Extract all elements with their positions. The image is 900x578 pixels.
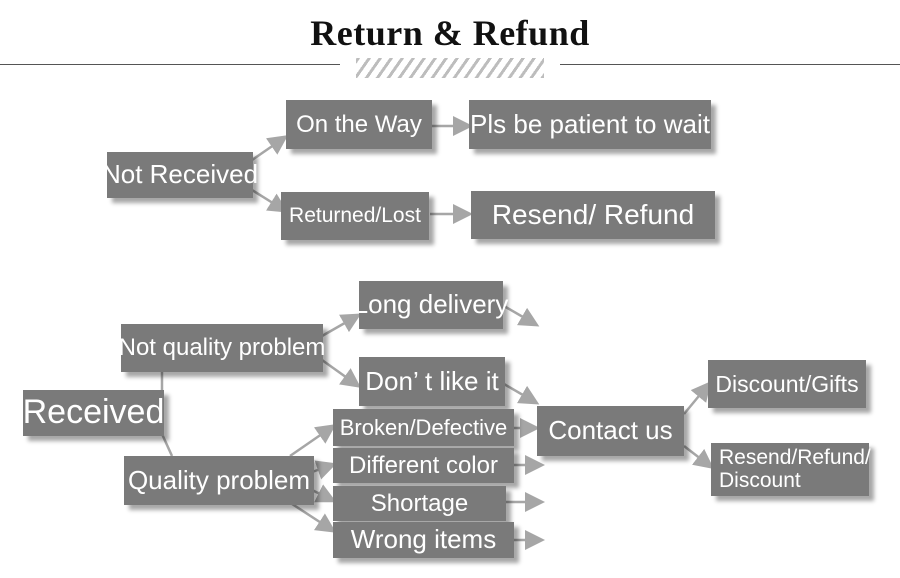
title-rule-right xyxy=(560,64,900,65)
node-returned-lost: Returned/Lost xyxy=(281,192,429,240)
arrow-contact-discount xyxy=(683,381,712,415)
node-broken-defective: Broken/Defective xyxy=(333,409,514,446)
page-title: Return & Refund xyxy=(310,13,590,53)
arrow-dontlike-contact xyxy=(503,382,540,405)
node-shortage: Shortage xyxy=(333,486,506,521)
title-rule-left xyxy=(0,64,340,65)
node-long-delivery: Long delivery xyxy=(354,281,508,329)
node-on-the-way: On the Way xyxy=(286,100,432,149)
node-discount-gifts: Discount/Gifts xyxy=(708,360,866,408)
arrow-notquality-longdelivery xyxy=(321,313,362,338)
node-not-received: Not Received xyxy=(102,152,258,198)
node-resend-refund: Resend/ Refund xyxy=(471,191,715,239)
arrow-quality-color xyxy=(311,460,337,480)
node-different-color: Different color xyxy=(333,448,514,483)
node-dont-like-it: Don’ t like it xyxy=(359,357,505,406)
arrow-quality-broken xyxy=(289,424,337,458)
node-contact-us: Contact us xyxy=(537,406,684,456)
link-received-quality xyxy=(160,433,174,457)
title-hatch-decoration xyxy=(356,58,544,78)
node-not-quality-problem: Not quality problem xyxy=(119,324,325,372)
arrow-contact-resend xyxy=(683,445,714,470)
arrow-notreceived-ontheway xyxy=(251,135,289,162)
node-wrong-items: Wrong items xyxy=(333,522,514,558)
arrow-quality-shortage xyxy=(311,484,337,503)
node-received: Received xyxy=(23,390,164,436)
arrow-quality-wrong xyxy=(285,498,337,533)
node-pls-be-patient: Pls be patient to wait xyxy=(469,100,711,149)
node-quality-problem: Quality problem xyxy=(124,456,314,505)
node-resend-refund-discount: Resend/Refund/ Discount xyxy=(711,443,871,496)
arrow-longdelivery-out xyxy=(503,304,540,327)
arrow-notreceived-returned xyxy=(251,188,289,213)
arrow-notquality-dontlike xyxy=(321,358,362,388)
